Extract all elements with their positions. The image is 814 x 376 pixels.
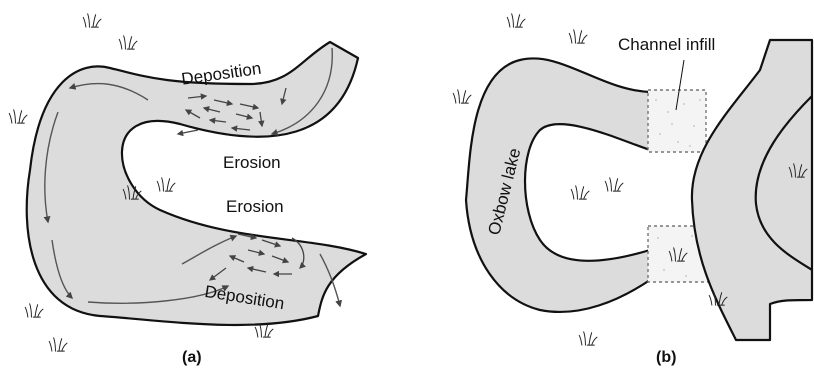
grass-icon: [157, 178, 175, 191]
grass-icon: [569, 30, 587, 43]
panel-a: Deposition Erosion Erosion Deposition (a…: [27, 42, 366, 366]
grass-icon: [571, 186, 589, 199]
label-channel-infill: Channel infill: [618, 35, 715, 54]
grass-icon: [255, 324, 273, 337]
grass-icon: [579, 332, 597, 345]
panel-b: Channel infill Oxbow lake (b): [466, 35, 812, 366]
grass-icon: [605, 178, 623, 191]
grass-icon: [119, 36, 137, 49]
label-erosion-top: Erosion: [223, 153, 281, 172]
grass-icon: [83, 14, 101, 27]
caption-a: (a): [182, 349, 202, 366]
grass-icon: [453, 90, 471, 103]
grass-icon: [507, 14, 525, 27]
grass-icon: [49, 338, 67, 351]
label-erosion-bottom: Erosion: [226, 197, 284, 216]
caption-b: (b): [656, 349, 676, 366]
new-channel: [692, 40, 812, 340]
channel-infill-top: [648, 90, 706, 152]
grass-icon: [25, 304, 43, 317]
oxbow-lake: [466, 58, 650, 312]
grass-icon: [9, 110, 27, 123]
